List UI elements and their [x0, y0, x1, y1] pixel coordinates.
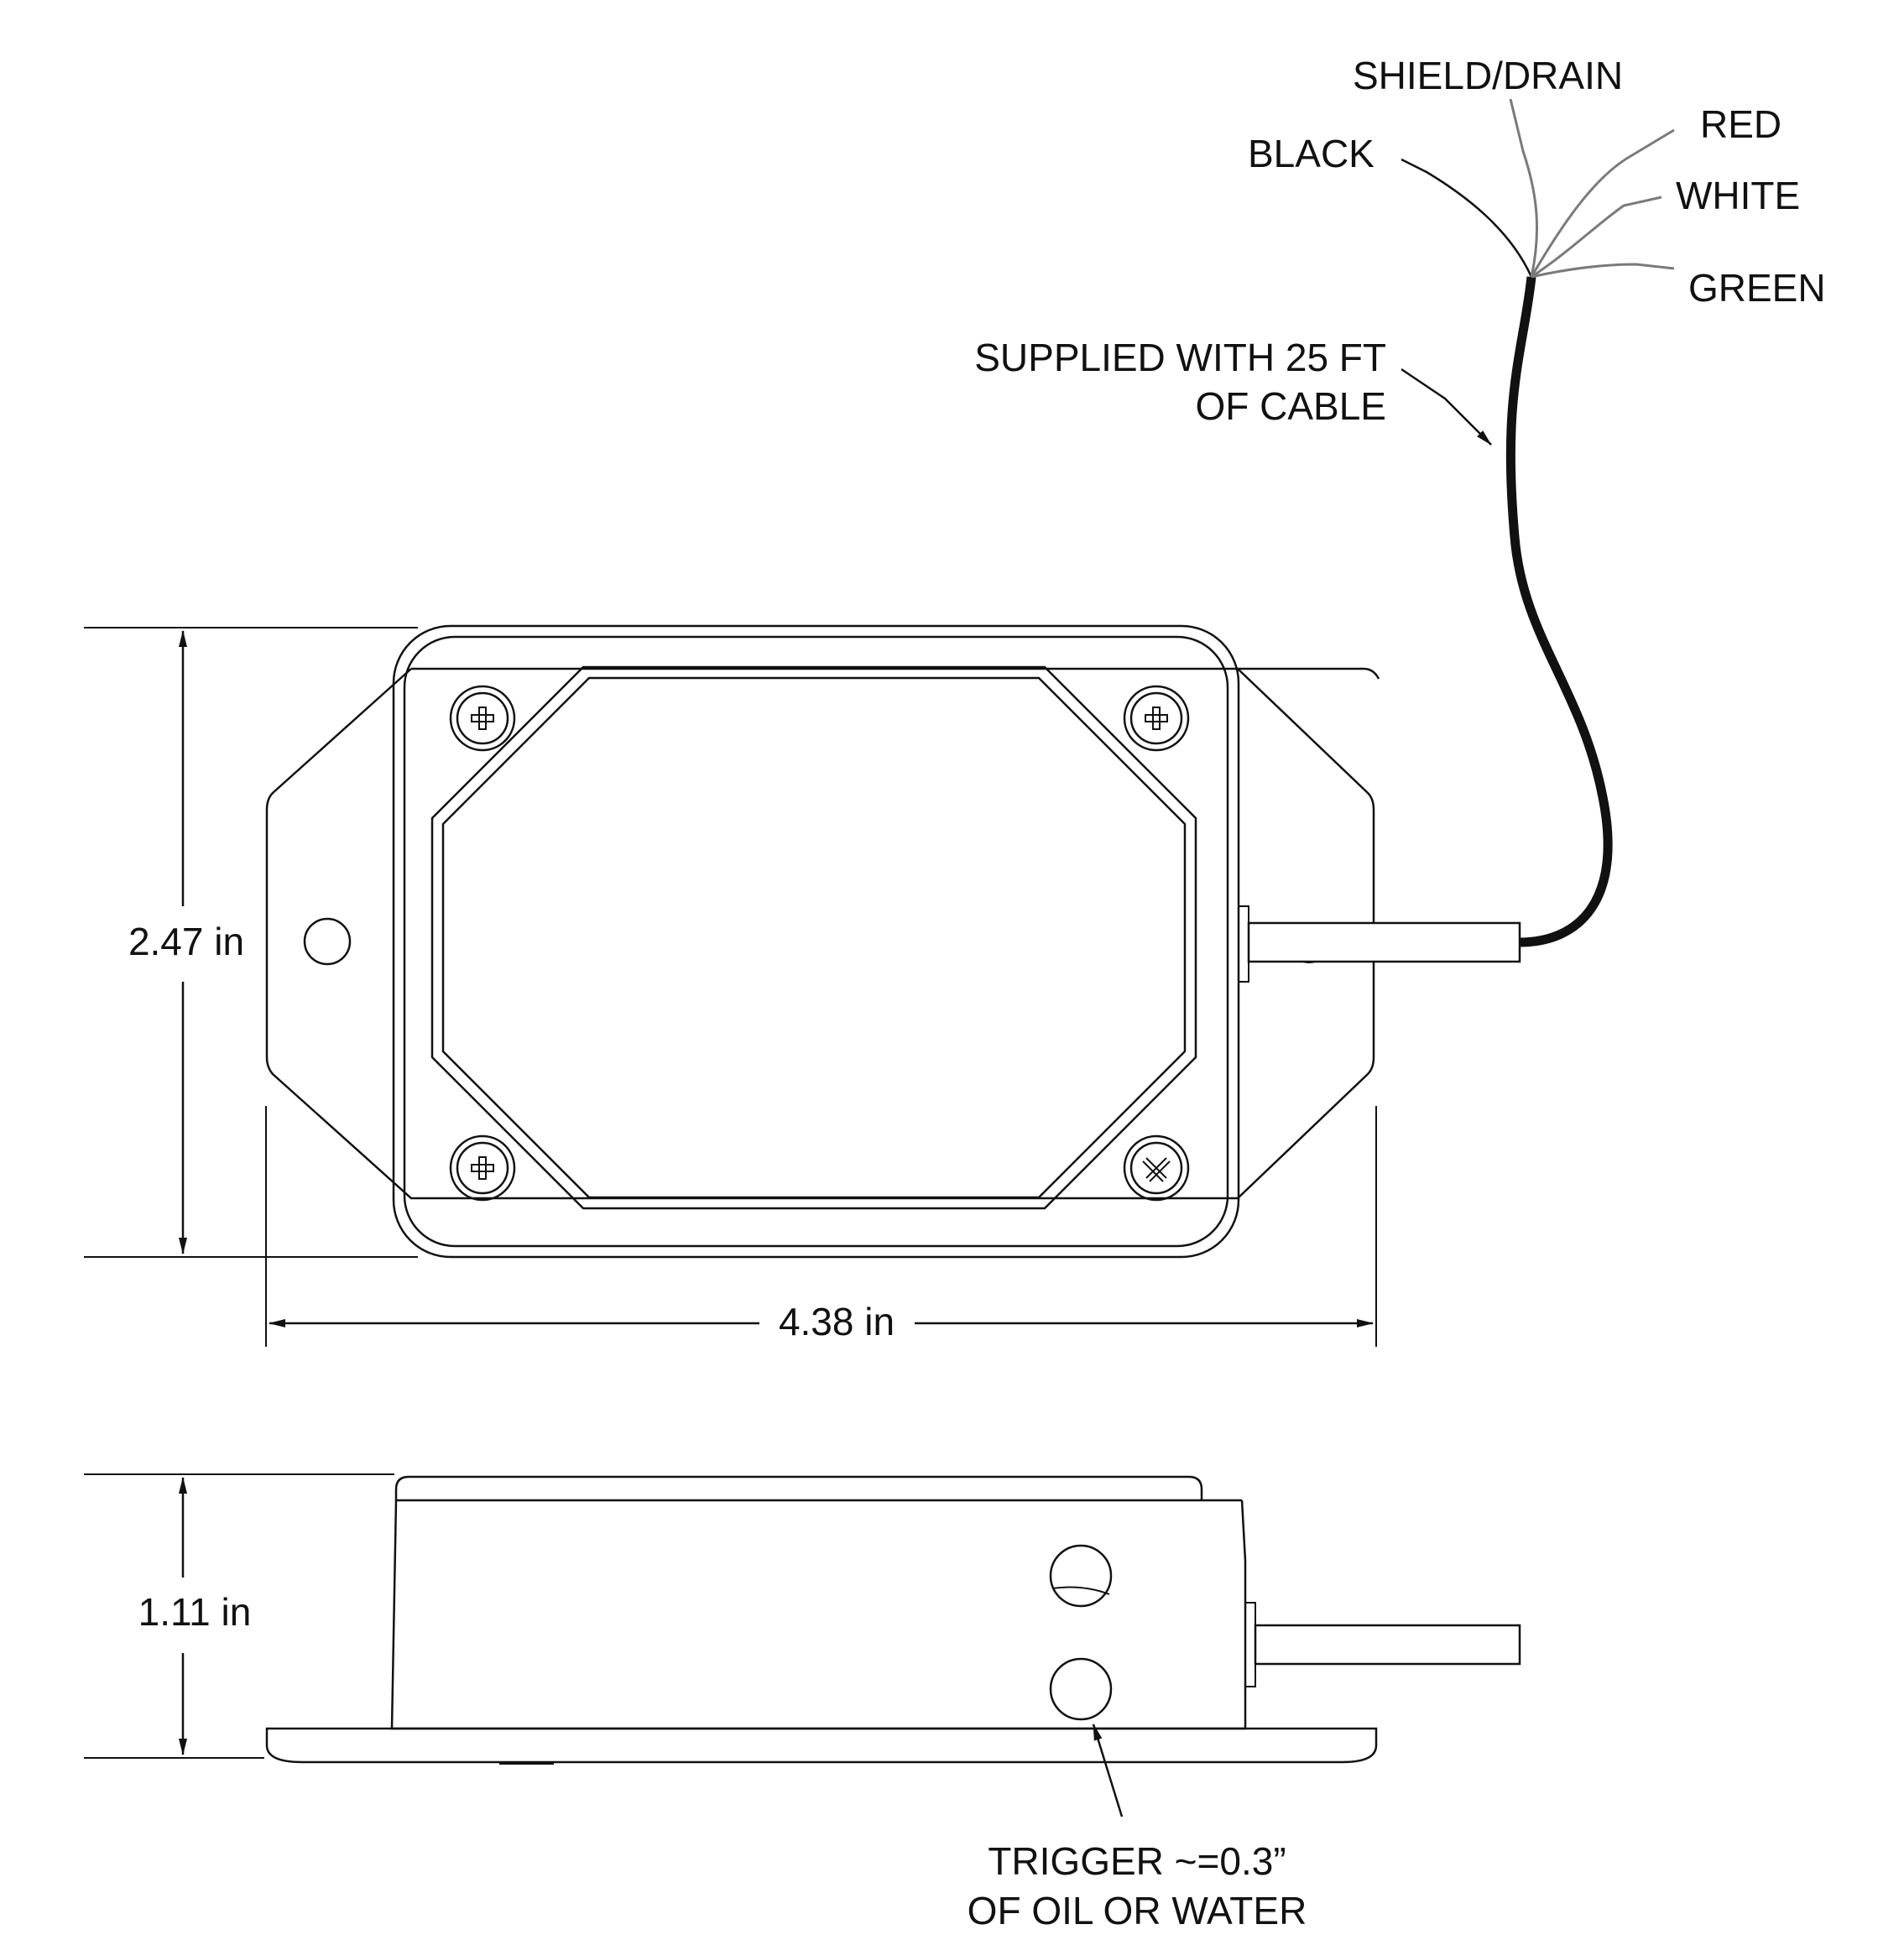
trigger-callout-line1: TRIGGER ~=0.3”	[988, 1839, 1286, 1883]
label-window	[430, 665, 1197, 1210]
cable-sleeve	[1247, 921, 1521, 963]
top-view: SHIELD/DRAIN BLACK RED WHITE GREEN SUPPL…	[84, 54, 1826, 1347]
side-height-dimension-label: 1.11 in	[138, 1590, 252, 1634]
trigger-callout-line2: OF OIL OR WATER	[968, 1889, 1307, 1932]
wire-white	[1531, 196, 1662, 279]
side-body	[390, 1499, 1247, 1730]
side-view: 1.11 in TRIGGER ~=0.3” OF OIL OR WATER	[84, 1473, 1521, 1932]
wire-black	[1401, 158, 1533, 278]
width-dimension-label: 4.38 in	[779, 1300, 895, 1343]
side-base-flange	[265, 1727, 1378, 1764]
cable-callout-line1: SUPPLIED WITH 25 FT	[974, 336, 1386, 379]
wire-label-white: WHITE	[1676, 174, 1800, 217]
trigger-float	[1049, 1657, 1113, 1721]
screw-bottom-right	[1123, 1134, 1190, 1202]
side-cable-gland	[1244, 1602, 1256, 1687]
side-lid	[394, 1475, 1203, 1502]
housing-outer	[392, 624, 1240, 1259]
screw-top-left	[449, 685, 516, 752]
wire-label-red: RED	[1700, 102, 1781, 146]
mounting-hole	[303, 917, 352, 966]
screw-top-right	[1123, 685, 1190, 752]
mounting-flange	[265, 667, 1380, 1200]
housing-inner	[403, 635, 1229, 1248]
wire-label-black: BLACK	[1248, 132, 1375, 175]
wire-green	[1531, 263, 1675, 279]
cable-gland	[1238, 905, 1249, 983]
cable-callout-line2: OF CABLE	[1195, 384, 1386, 428]
wire-red	[1530, 128, 1675, 278]
trigger-callout-leader	[1092, 1724, 1124, 1817]
side-cable-sleeve	[1254, 1624, 1521, 1666]
wire-label-green: GREEN	[1688, 266, 1826, 310]
cable-callout-leader	[1401, 368, 1492, 446]
cable	[1505, 276, 1613, 947]
wire-shield	[1509, 98, 1538, 278]
wire-label-shield: SHIELD/DRAIN	[1353, 54, 1623, 97]
side-port-upper	[1049, 1544, 1113, 1608]
label-window-inner	[441, 676, 1187, 1199]
screw-bottom-left	[449, 1134, 516, 1202]
height-dimension-label: 2.47 in	[128, 920, 244, 963]
